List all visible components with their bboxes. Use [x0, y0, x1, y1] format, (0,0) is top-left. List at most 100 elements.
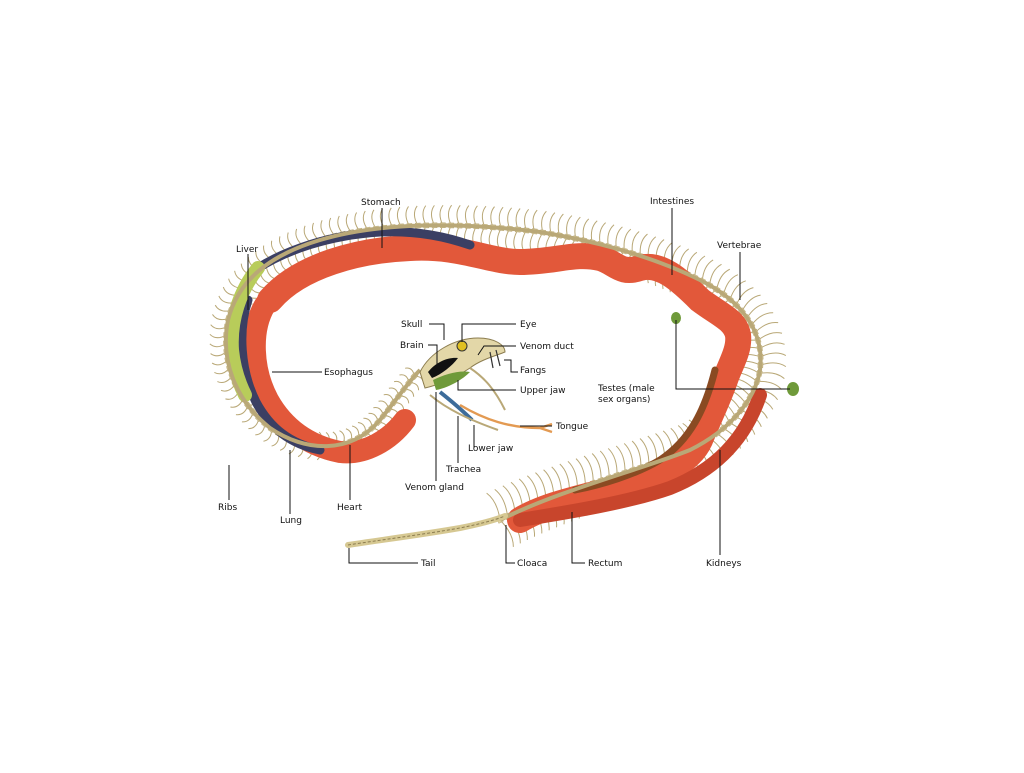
rib	[575, 458, 586, 486]
rib	[760, 352, 787, 358]
label-tail: Tail	[420, 559, 436, 569]
rib	[639, 438, 650, 465]
rib	[716, 268, 731, 290]
rib	[615, 445, 626, 473]
testes-leader	[675, 320, 790, 390]
upper-jaw-leader	[457, 380, 516, 391]
rib	[456, 205, 461, 226]
label-fangs: Fangs	[520, 366, 546, 376]
rib	[582, 218, 590, 241]
venom-gland-shape	[433, 371, 470, 390]
rib	[413, 205, 419, 226]
label-esophagus: Esophagus	[324, 368, 373, 378]
organs	[224, 227, 799, 533]
rib	[599, 222, 606, 245]
rib	[337, 215, 344, 235]
rib	[513, 229, 519, 251]
rib	[746, 303, 768, 319]
label-rectum: Rectum	[588, 559, 622, 569]
rib	[481, 205, 487, 227]
rib	[532, 209, 538, 232]
brain-shape	[428, 357, 458, 378]
rib	[759, 342, 785, 349]
rib	[591, 453, 602, 481]
rib	[447, 204, 453, 226]
rib	[741, 294, 761, 312]
rib	[496, 227, 502, 250]
rib	[521, 230, 527, 252]
label-eye: Eye	[520, 320, 537, 330]
rectum-leader	[571, 512, 585, 564]
rib	[494, 488, 509, 517]
label-liver: Liver	[236, 245, 258, 255]
label-brain: Brain	[400, 341, 424, 351]
rib	[371, 209, 377, 230]
label-stomach: Stomach	[361, 198, 401, 208]
label-venom-gland: Venom gland	[405, 483, 464, 493]
leader-lines	[228, 208, 790, 564]
rib	[735, 287, 754, 306]
rib	[524, 208, 530, 231]
rib	[498, 206, 504, 229]
rib	[723, 274, 739, 295]
rectum-shape	[513, 388, 767, 527]
lower-jaw-shape	[429, 394, 499, 431]
skull-leader	[429, 323, 445, 340]
rib	[464, 205, 470, 227]
rib	[639, 233, 648, 256]
rib	[505, 228, 511, 250]
label-skull: Skull	[401, 320, 422, 330]
rib	[599, 450, 610, 478]
rib	[760, 362, 787, 368]
rib	[354, 212, 361, 232]
rib	[615, 226, 623, 249]
rib	[549, 212, 556, 235]
rib	[607, 224, 615, 247]
tail-outline	[347, 515, 506, 546]
rib	[557, 213, 564, 236]
venom-duct-leader	[477, 345, 516, 356]
rib	[566, 215, 573, 238]
cloaca-leader	[505, 525, 515, 564]
rib	[430, 205, 436, 226]
fang-shape	[495, 349, 501, 367]
rib	[439, 204, 444, 226]
label-trachea: Trachea	[445, 465, 481, 475]
label-venom-duct: Venom duct	[520, 342, 574, 352]
rib	[502, 485, 516, 513]
rib	[590, 220, 598, 243]
label-texts: Stomach Intestines Liver Vertebrae Skull…	[218, 197, 762, 569]
tail-leader	[348, 548, 418, 564]
stomach-shape	[257, 234, 752, 533]
rib	[405, 206, 410, 227]
upper-jaw-shape	[469, 367, 506, 411]
brain-leader	[428, 344, 438, 368]
label-tongue: Tongue	[555, 422, 589, 432]
rib	[541, 210, 547, 233]
rib	[320, 220, 328, 239]
rib	[345, 213, 352, 233]
heart-shape	[243, 294, 416, 464]
rib	[623, 228, 632, 251]
rib	[759, 372, 785, 380]
rib	[631, 440, 642, 468]
label-testes-2: sex organs)	[598, 395, 650, 405]
rib	[729, 280, 746, 300]
label-lower-jaw: Lower jaw	[468, 444, 513, 454]
rib	[490, 206, 495, 228]
fang-shape-2	[489, 351, 494, 369]
rib	[623, 443, 634, 471]
rib	[499, 519, 514, 547]
label-heart: Heart	[337, 503, 363, 513]
rib	[757, 332, 783, 341]
label-testes-1: Testes (male	[597, 384, 655, 394]
label-intestines: Intestines	[650, 197, 694, 207]
eye-shape	[456, 340, 468, 352]
rib	[583, 455, 594, 484]
label-vertebrae: Vertebrae	[717, 241, 762, 251]
testes-shape-2	[671, 312, 681, 324]
rib	[647, 435, 658, 463]
rib	[507, 207, 512, 229]
rib	[328, 217, 336, 237]
